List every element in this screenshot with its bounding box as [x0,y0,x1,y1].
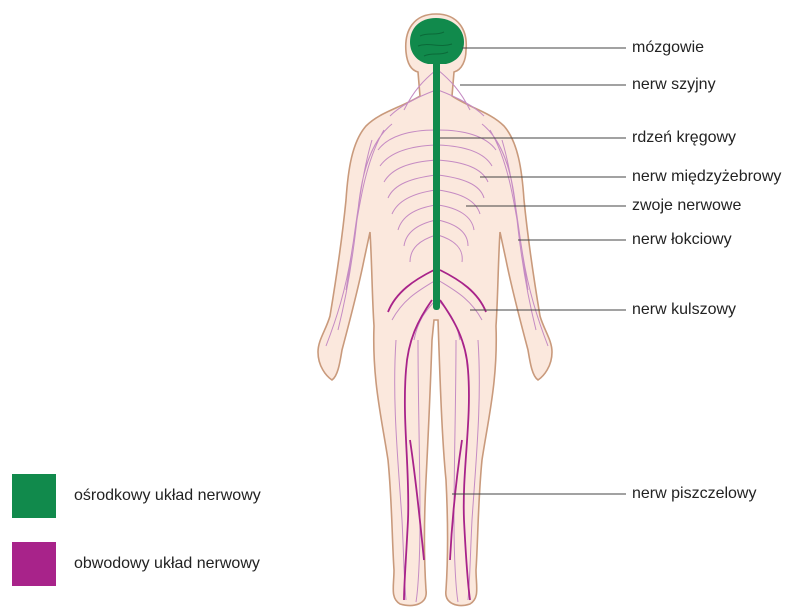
legend-swatch-peripheral [12,542,56,586]
label-sciatic-nerve: nerw kulszowy [632,300,736,320]
legend-label-peripheral: obwodowy układ nerwowy [74,554,260,574]
spinal-cord [433,60,440,310]
legend-label-central: ośrodkowy układ nerwowy [74,486,261,506]
brain-shape [410,18,464,64]
label-ganglia: zwoje nerwowe [632,196,741,216]
label-tibial-nerve: nerw piszczelowy [632,484,756,504]
label-brain: mózgowie [632,38,704,58]
label-spinal-cord: rdzeń kręgowy [632,128,736,148]
legend-swatch-central [12,474,56,518]
label-intercostal-nerve: nerw międzyżebrowy [632,167,781,187]
label-ulnar-nerve: nerw łokciowy [632,230,732,250]
label-cervical-nerve: nerw szyjny [632,75,716,95]
